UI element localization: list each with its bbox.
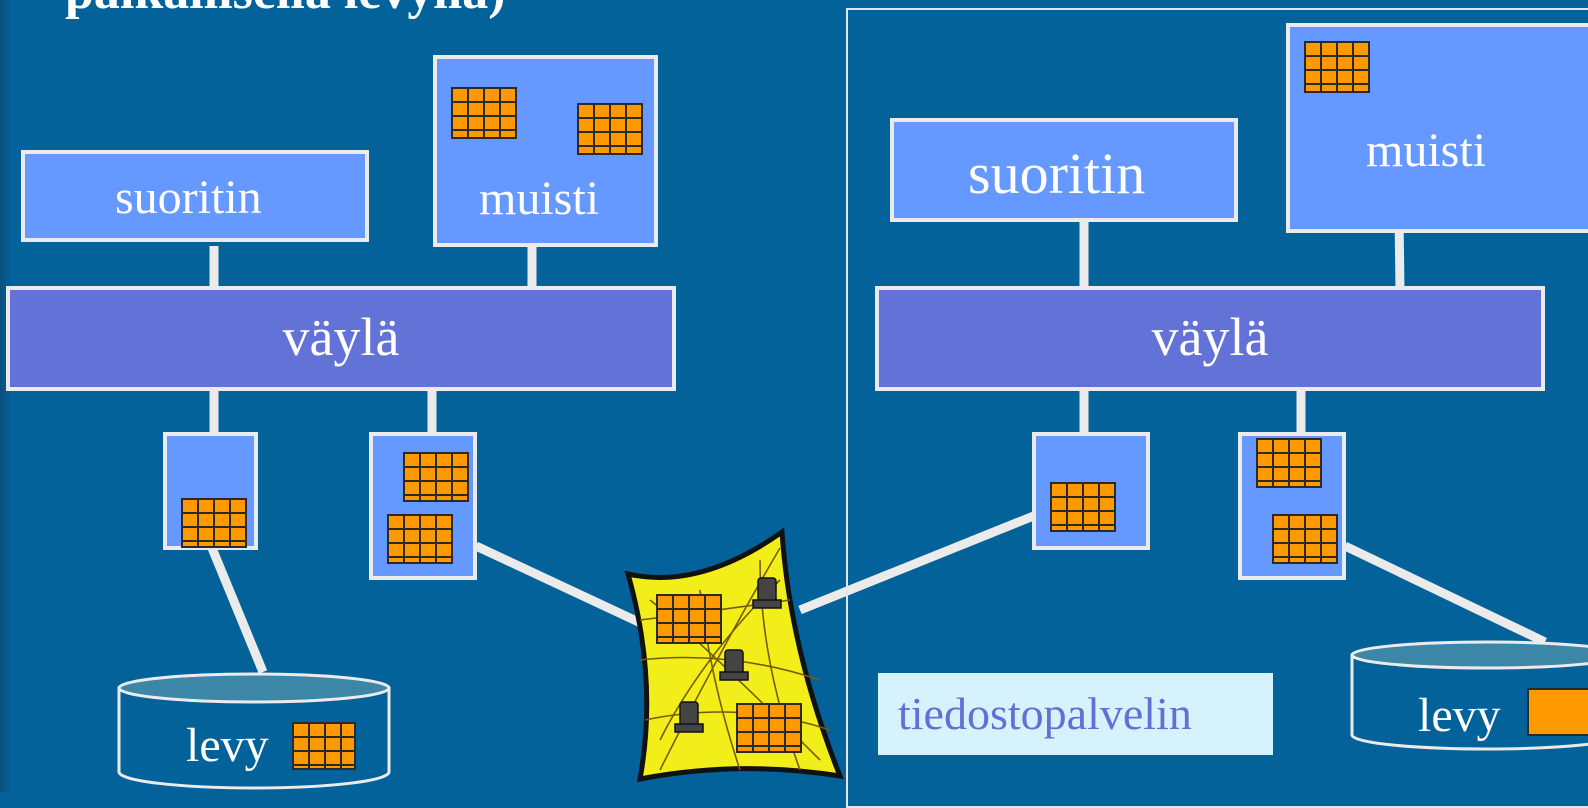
data-block-icon [1272, 514, 1338, 564]
data-block-icon [1050, 482, 1116, 532]
memory-box-right: muisti [1286, 23, 1588, 233]
slide-title: paikallisella levyllä) [65, 0, 506, 21]
data-block-icon [181, 498, 247, 548]
network-controller-right [1032, 432, 1150, 550]
data-block-icon [451, 87, 517, 139]
controller-disk-link-right [1343, 541, 1547, 647]
network-web-icon [624, 527, 844, 783]
data-block-icon [387, 514, 453, 564]
disk-controller-left [163, 432, 258, 550]
controller-network-link-left [474, 541, 647, 630]
data-block-icon [736, 703, 802, 753]
data-block-icon [403, 452, 469, 502]
network-controller-link-right [798, 510, 1038, 615]
network-controller-left [369, 432, 477, 580]
data-block-icon [292, 722, 356, 770]
data-block-icon [1256, 438, 1322, 488]
bus-right: väylä [875, 286, 1545, 391]
cpu-box-left: suoritin [21, 150, 369, 242]
disk-label-right: levy [1418, 689, 1501, 742]
data-block-icon [1304, 41, 1370, 93]
data-block-icon [656, 594, 722, 644]
cpu-box-right: suoritin [890, 118, 1238, 222]
memory-box-left: muisti [433, 55, 658, 247]
bus-left: väylä [6, 286, 676, 391]
memory-label-right: muisti [1366, 124, 1487, 177]
disk-controller-right [1238, 432, 1346, 580]
file-server-label: tiedostopalvelin [878, 673, 1273, 755]
controller-disk-link-left [207, 546, 268, 674]
memory-label-left: muisti [479, 172, 600, 225]
data-block-icon [1527, 688, 1588, 736]
cpu-label-right: suoritin [968, 141, 1146, 206]
slide-edge-shade [0, 0, 12, 792]
disk-label-left: levy [186, 719, 269, 772]
data-block-icon [577, 103, 643, 155]
cpu-label-left: suoritin [115, 171, 262, 224]
